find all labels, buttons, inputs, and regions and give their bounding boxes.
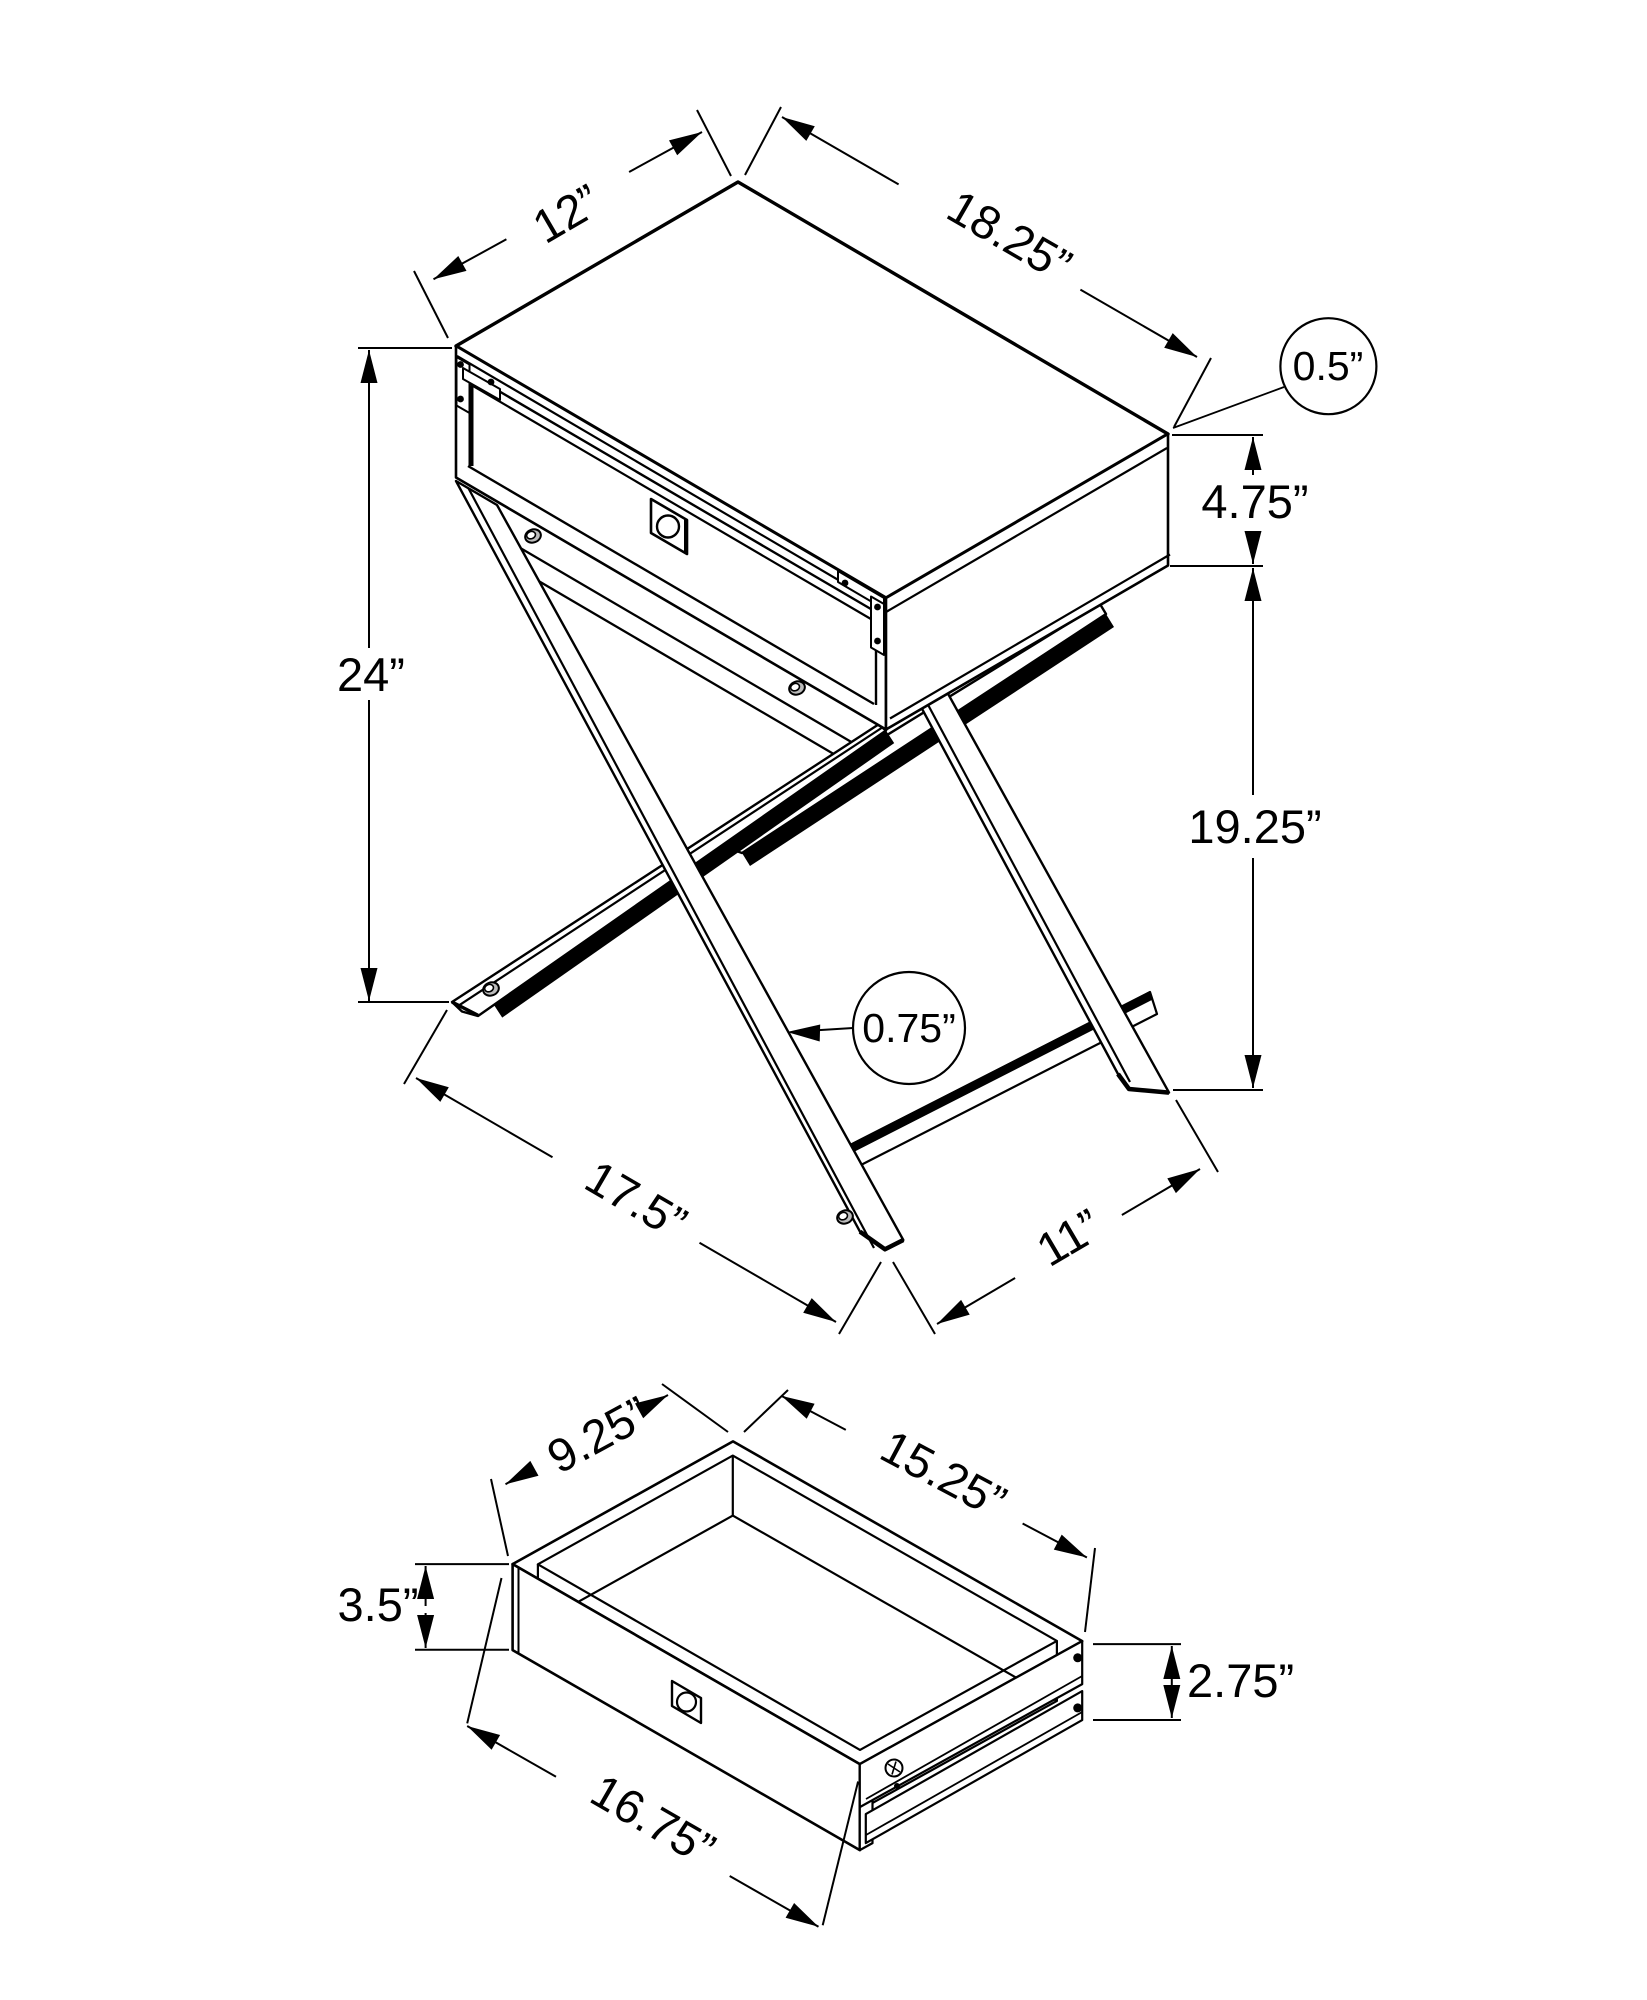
svg-text:24”: 24” <box>337 648 405 701</box>
svg-text:4.75”: 4.75” <box>1201 475 1308 528</box>
svg-text:2.75”: 2.75” <box>1187 1654 1294 1707</box>
svg-text:0.75”: 0.75” <box>862 1005 955 1051</box>
svg-text:0.5”: 0.5” <box>1293 343 1364 389</box>
svg-text:3.5”: 3.5” <box>338 1578 419 1631</box>
svg-text:19.25”: 19.25” <box>1188 800 1321 853</box>
